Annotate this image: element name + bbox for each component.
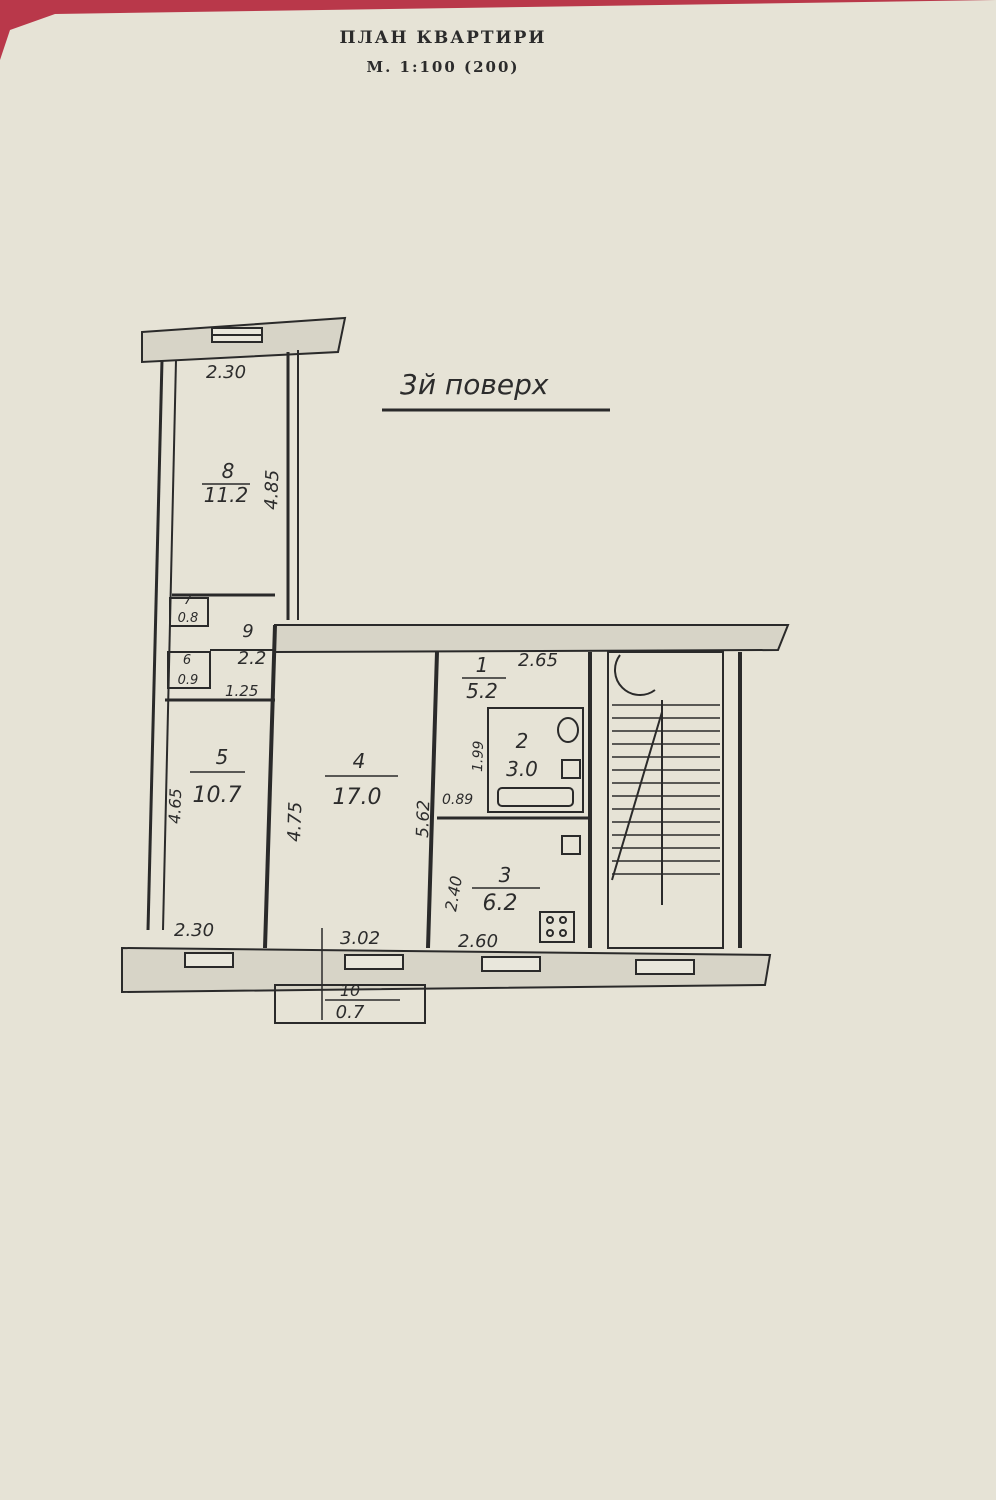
room7-outline [169, 597, 209, 627]
dim-room2-width: 0.89 [442, 792, 473, 808]
room7-number: 7 [184, 593, 193, 608]
room3-area: 6.2 [483, 891, 518, 916]
stair-direction-line [611, 711, 663, 881]
dim-room2-side: 1.99 [470, 740, 487, 772]
bathtub [497, 787, 574, 807]
wall-left-outer [146, 359, 164, 931]
room7-area: 0.8 [178, 611, 199, 626]
dim-room3-bottom: 2.60 [458, 931, 498, 952]
room4-area: 17.0 [333, 785, 382, 810]
floor-label: 3й поверх [400, 368, 549, 401]
room1-area: 5.2 [466, 679, 498, 703]
burner-2 [559, 916, 567, 924]
burner-4 [559, 929, 567, 937]
dim-room4-bottom: 3.02 [340, 928, 380, 949]
dim-room8-top: 2.30 [206, 362, 246, 383]
room5-area: 10.7 [193, 783, 242, 808]
sink [561, 759, 581, 779]
wall-middle-top [274, 624, 790, 654]
plan-title: ПЛАН КВАРТИРИ [339, 28, 547, 48]
room3-number: 3 [499, 863, 512, 887]
room10-area: 0.7 [336, 1002, 365, 1023]
room1-number: 1 [476, 653, 489, 677]
wall-bottom [121, 946, 772, 994]
room2-outline [487, 707, 584, 813]
kitchen-sink [561, 835, 581, 855]
burner-1 [546, 916, 554, 924]
room9-area: 2.2 [238, 648, 267, 669]
dim-room3-side: 2.40 [441, 874, 466, 912]
wall-left-inner [162, 359, 177, 931]
wall-room4-kitchen [426, 651, 439, 949]
dim-room6-width: 1.25 [225, 682, 258, 700]
room2-number: 2 [516, 729, 529, 753]
room8-area: 11.2 [204, 483, 249, 507]
window-kitchen [481, 956, 541, 972]
dim-room8-side: 4.85 [261, 469, 283, 510]
room6-number: 6 [183, 653, 191, 668]
wall-room5-room4 [263, 624, 277, 949]
window-room4 [344, 954, 404, 970]
stairwell-outline [607, 651, 724, 949]
window-room5 [184, 952, 234, 968]
dim-room4-right: 5.62 [413, 800, 434, 839]
dim-room5-side: 4.65 [165, 788, 185, 824]
toilet [557, 717, 579, 743]
balcony-outline [274, 984, 426, 1024]
stove [539, 911, 575, 943]
burner-3 [546, 929, 554, 937]
room9-number: 9 [242, 621, 253, 642]
room6-area: 0.9 [178, 673, 199, 688]
room2-area: 3.0 [506, 757, 538, 781]
window-stair [635, 959, 695, 975]
room10-number: 10 [340, 981, 360, 1000]
dim-room1-top: 2.65 [518, 650, 558, 671]
stair-steps [612, 704, 720, 875]
room4-number: 4 [353, 749, 366, 773]
dim-room5-bottom: 2.30 [174, 920, 214, 941]
room5-number: 5 [216, 745, 229, 769]
plan-scale: М. 1:100 (200) [366, 58, 520, 76]
room6-outline [167, 651, 211, 689]
room8-number: 8 [222, 459, 235, 483]
stair-arc [614, 654, 656, 696]
dim-room4-side: 4.75 [284, 801, 306, 842]
